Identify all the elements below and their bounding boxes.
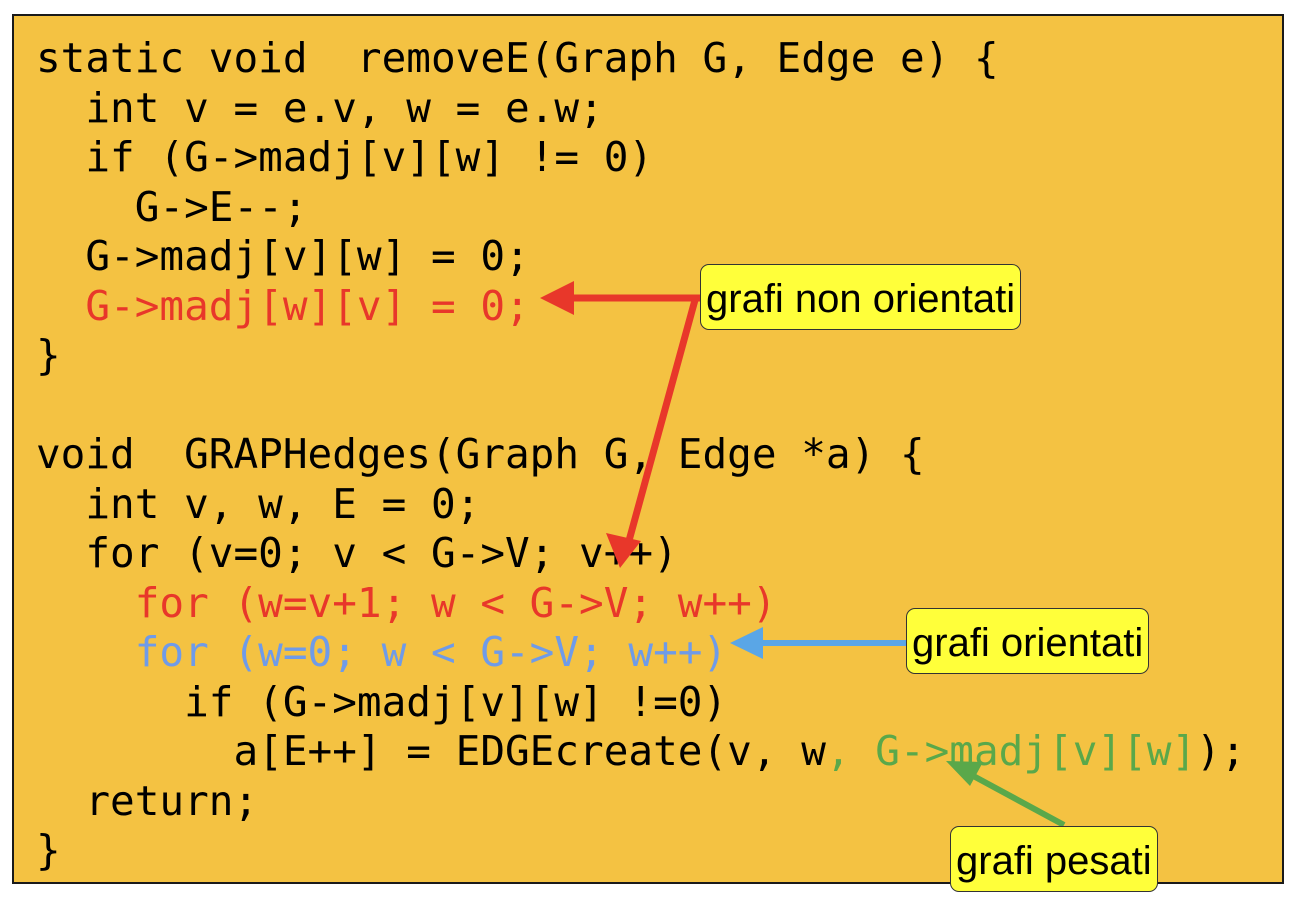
callout-weighted: grafi pesati xyxy=(950,826,1158,892)
code-line-15-weighted: , G->madj[v][w] xyxy=(825,727,1197,775)
code-line-5: G->madj[v][w] = 0; xyxy=(36,232,530,280)
code-line-6-undirected: G->madj[w][v] = 0; xyxy=(36,281,530,330)
code-line-2: int v = e.v, w = e.w; xyxy=(36,83,604,132)
code-slide: static void removeE(Graph G, Edge e) { i… xyxy=(12,14,1284,884)
code-line-15-prefix: a[E++] = EDGEcreate(v, w xyxy=(36,727,826,775)
code-line-17: } xyxy=(36,826,61,874)
code-line-14: if (G->madj[v][w] !=0) xyxy=(36,677,728,726)
callout-oriented: grafi orientati xyxy=(906,608,1150,674)
callout-non-oriented: grafi non orientati xyxy=(700,264,1022,330)
code-block: static void removeE(Graph G, Edge e) { i… xyxy=(36,34,1246,876)
code-line-13-directed: for (w=0; w < G->V; w++) xyxy=(36,628,728,676)
code-line-11: for (v=0; v < G->V; v++) xyxy=(36,529,678,577)
code-line-8-blank xyxy=(36,381,1246,431)
code-line-4: G->E--; xyxy=(36,182,308,231)
code-line-9: void GRAPHedges(Graph G, Edge *a) { xyxy=(36,430,925,478)
code-line-1: static void removeE(Graph G, Edge e) { xyxy=(36,34,999,82)
code-line-15-suffix: ); xyxy=(1196,727,1246,775)
code-line-7: } xyxy=(36,331,61,379)
code-line-16: return; xyxy=(36,776,259,825)
code-line-3: if (G->madj[v][w] != 0) xyxy=(36,133,654,181)
code-line-10: int v, w, E = 0; xyxy=(36,479,481,528)
code-line-15: a[E++] = EDGEcreate(v, w, G->madj[v][w])… xyxy=(36,727,1246,777)
code-line-12-undirected: for (w=v+1; w < G->V; w++) xyxy=(36,578,777,627)
